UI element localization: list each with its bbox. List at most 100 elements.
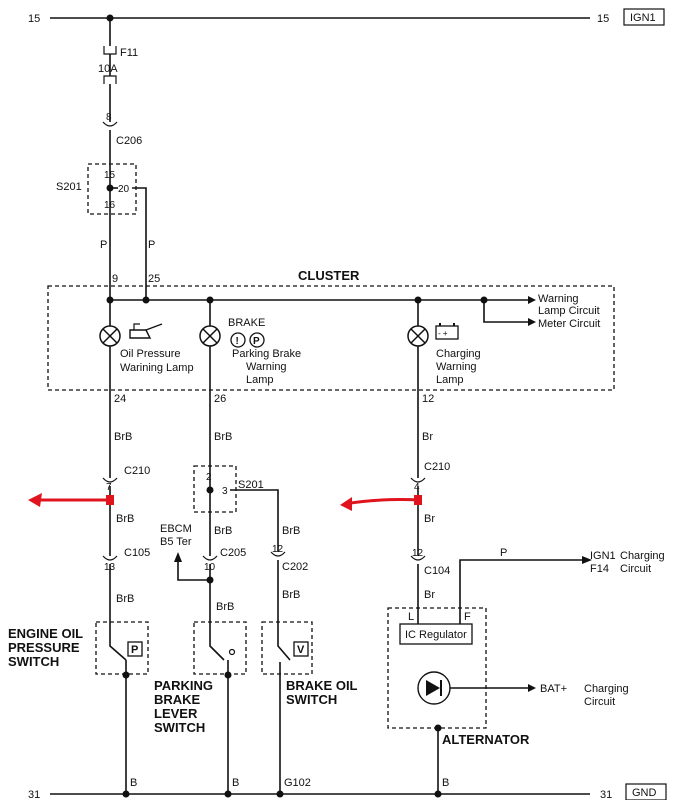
pbl-label-2: BRAKE bbox=[154, 692, 201, 707]
eop-label-2: PRESSURE bbox=[8, 640, 80, 655]
bat-label: BAT+ bbox=[540, 683, 567, 695]
bos-switch-box bbox=[261, 621, 313, 675]
fuse-top-cap bbox=[103, 46, 117, 55]
meter-arrow-icon bbox=[528, 318, 536, 326]
s201-top-label: S201 bbox=[56, 181, 82, 193]
pbl-contact-icon bbox=[228, 648, 236, 656]
parking-lamp-label-1: Parking Brake bbox=[232, 348, 301, 360]
svg-text:!: ! bbox=[236, 336, 239, 347]
bat-arrow-icon bbox=[528, 684, 536, 692]
rail-31-right: 31 bbox=[600, 789, 612, 800]
charging-in-arrow-icon bbox=[582, 556, 592, 564]
bos-symbol: V bbox=[297, 644, 305, 656]
wire-s201-to-pin25 bbox=[132, 187, 147, 300]
charging-fuse: F14 bbox=[590, 563, 609, 575]
s201-mid-pin-3: 3 bbox=[222, 486, 228, 497]
brake-symbol-icon: ! P bbox=[230, 332, 265, 348]
bos-switch-blade bbox=[277, 640, 291, 661]
gnd-node-2 bbox=[224, 790, 232, 798]
c206-label: C206 bbox=[116, 135, 142, 147]
wire-brb-7: BrB bbox=[216, 601, 234, 613]
parking-lamp-label-2: Warning bbox=[246, 361, 287, 373]
rail-15-right: 15 bbox=[597, 13, 609, 25]
oil-can-icon bbox=[129, 323, 163, 339]
oil-lamp-label-1: Oil Pressure bbox=[120, 348, 181, 360]
s201-pin-20: 20 bbox=[118, 184, 130, 195]
parking-lamp-icon bbox=[199, 325, 221, 347]
wire-br-1: Br bbox=[422, 431, 433, 443]
wire-p-charging: P bbox=[500, 547, 507, 559]
c206-connector bbox=[102, 121, 118, 127]
c104-pin: 12 bbox=[412, 548, 424, 559]
left-red-arrow bbox=[28, 493, 114, 507]
alt-f-label: F bbox=[464, 611, 471, 623]
bos-label-1: BRAKE OIL bbox=[286, 678, 358, 693]
alternator-label: ALTERNATOR bbox=[442, 732, 530, 747]
s201-top-box bbox=[87, 163, 137, 215]
eop-label-1: ENGINE OIL bbox=[8, 626, 83, 641]
bat-charging-2: Circuit bbox=[584, 696, 615, 708]
wire-meter-out bbox=[483, 300, 528, 323]
ign1-label: IGN1 bbox=[630, 12, 656, 24]
wire-to-ebcm bbox=[177, 560, 210, 581]
wire-brb-8: BrB bbox=[282, 589, 300, 601]
wire-brb-1: BrB bbox=[114, 431, 132, 443]
pbl-node bbox=[224, 671, 232, 679]
right-red-arrow bbox=[340, 495, 422, 511]
wire-brb-4: BrB bbox=[214, 525, 232, 537]
c104-label: C104 bbox=[424, 565, 450, 577]
s201-mid-node bbox=[206, 486, 214, 494]
battery-icon: - + bbox=[435, 323, 459, 340]
wire-br-2: Br bbox=[424, 513, 435, 525]
oil-lamp-label-2: Warining Lamp bbox=[120, 362, 194, 374]
gnd-node-3 bbox=[276, 790, 284, 798]
rail-31-left: 31 bbox=[28, 789, 40, 800]
svg-text:P: P bbox=[253, 336, 260, 347]
bat-charging-1: Charging bbox=[584, 683, 629, 695]
charging-label-2: Circuit bbox=[620, 563, 651, 575]
bus-node-2 bbox=[142, 296, 150, 304]
out-warning-2: Lamp Circuit bbox=[538, 305, 600, 317]
wire-b-3: B bbox=[442, 777, 449, 789]
c202-pin: 12 bbox=[272, 544, 284, 555]
parking-lamp-label-3: Lamp bbox=[246, 374, 274, 386]
s201-mid-box bbox=[193, 465, 237, 513]
c104-connector bbox=[410, 555, 426, 561]
wire-charging-in bbox=[459, 559, 590, 624]
fuse-bottom-cap bbox=[103, 75, 117, 84]
eop-switch-blade bbox=[109, 640, 127, 661]
c202-label: C202 bbox=[282, 561, 308, 573]
alternator-box bbox=[387, 607, 487, 729]
bos-label-2: SWITCH bbox=[286, 692, 337, 707]
charging-lamp-label-3: Lamp bbox=[436, 374, 464, 386]
eop-symbol-box bbox=[127, 641, 143, 657]
cluster-title: CLUSTER bbox=[298, 268, 360, 283]
ic-regulator-label: IC Regulator bbox=[405, 629, 467, 641]
wire-brb-5: BrB bbox=[282, 525, 300, 537]
brake-word: BRAKE bbox=[228, 317, 265, 329]
ebcm-arrow-icon bbox=[174, 552, 182, 562]
s201-mid-label: S201 bbox=[238, 479, 264, 491]
wire-brb-2: BrB bbox=[214, 431, 232, 443]
pbl-label-3: LEVER bbox=[154, 706, 198, 721]
charging-ign: IGN1 bbox=[590, 550, 616, 562]
c210-right-label: C210 bbox=[424, 461, 450, 473]
ebcm-label-1: EBCM bbox=[160, 523, 192, 535]
c105-label: C105 bbox=[124, 547, 150, 559]
wire-g102: G102 bbox=[284, 777, 311, 789]
c210-right-pin: 4 bbox=[414, 482, 420, 493]
eop-label-3: SWITCH bbox=[8, 654, 59, 669]
gnd-node-4 bbox=[434, 790, 442, 798]
out-warning-1: Warning bbox=[538, 293, 579, 305]
ebcm-label-2: B5 Ter bbox=[160, 536, 192, 548]
oil-lamp-icon bbox=[99, 325, 121, 347]
pbl-switch-blade bbox=[209, 640, 225, 661]
wire-b-1: B bbox=[130, 777, 137, 789]
charging-lamp-icon bbox=[407, 325, 429, 347]
eop-switch-box bbox=[95, 621, 149, 675]
wire-brb-3: BrB bbox=[116, 513, 134, 525]
eop-symbol: P bbox=[131, 644, 138, 656]
c105-connector bbox=[102, 555, 118, 561]
